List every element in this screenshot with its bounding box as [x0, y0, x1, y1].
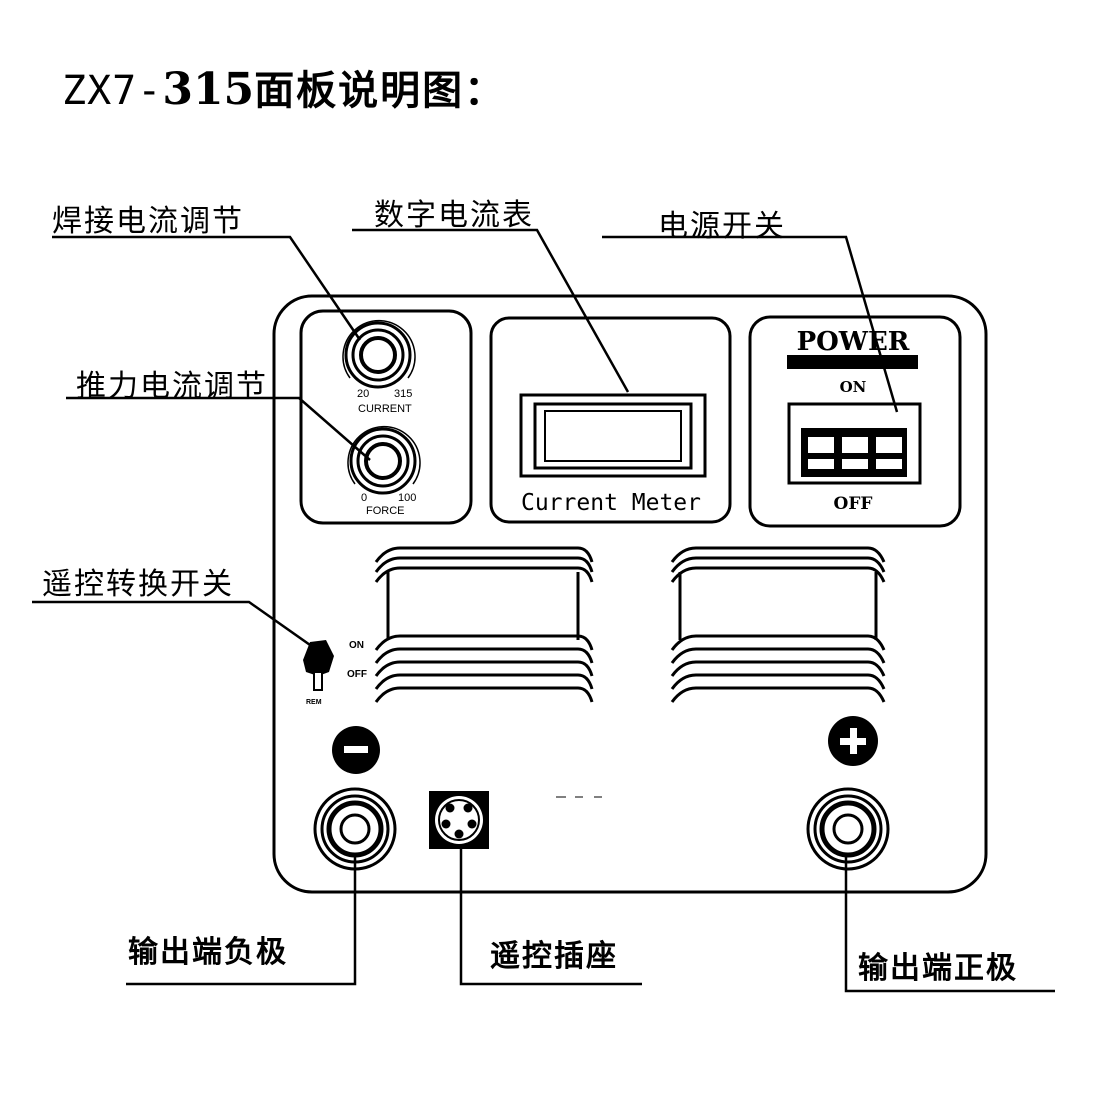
callout-remote-switch: 遥控转换开关 — [42, 567, 234, 602]
callout-output-positive: 输出端正极 — [858, 951, 1018, 986]
toggle-rem-label: REM — [306, 699, 322, 706]
force-knob — [347, 425, 421, 495]
leader-force-current — [66, 396, 371, 461]
callout-power-switch: 电源开关 — [658, 209, 786, 244]
power-on-label: ON — [840, 378, 867, 396]
callout-force-current: 推力电流调节 — [76, 369, 268, 404]
vent-right — [670, 546, 886, 703]
force-knob-label: FORCE — [366, 505, 405, 517]
power-bar — [787, 355, 918, 369]
force-max-label: 100 — [398, 492, 416, 504]
title-text: 面板说明图： — [254, 68, 507, 114]
force-min-label: 0 — [361, 492, 367, 504]
meter-display-mid — [533, 402, 693, 470]
current-max-label: 315 — [394, 388, 412, 400]
leader-welding-current — [52, 235, 362, 341]
leader-output-positive — [844, 855, 1055, 993]
callout-digital-meter: 数字电流表 — [374, 198, 534, 233]
power-switch-outer — [787, 402, 922, 485]
callout-welding-current: 焊接电流调节 — [52, 204, 244, 239]
remote-toggle-switch — [303, 640, 334, 691]
positive-terminal — [806, 787, 890, 871]
leader-power-switch — [602, 235, 899, 413]
power-label: POWER — [797, 327, 910, 357]
meter-label: Current Meter — [521, 490, 701, 516]
knob-section — [299, 309, 473, 525]
current-knob-label: CURRENT — [358, 403, 412, 415]
current-min-label: 20 — [357, 388, 369, 400]
power-off-label: OFF — [834, 494, 873, 514]
meter-section — [489, 316, 732, 524]
title-number: 315 — [162, 64, 255, 115]
power-section — [748, 315, 962, 528]
toggle-off-label: OFF — [347, 669, 367, 680]
callout-remote-socket: 遥控插座 — [490, 939, 618, 974]
current-knob — [342, 319, 416, 389]
leader-output-negative — [126, 855, 357, 986]
meter-display-inner — [544, 410, 682, 462]
leader-remote-switch — [32, 600, 321, 654]
leader-digital-meter — [352, 228, 630, 393]
title-model: ZX7- — [62, 68, 163, 114]
toggle-on-label: ON — [349, 640, 364, 651]
meter-display-outer — [519, 393, 707, 478]
leader-remote-socket — [459, 845, 642, 986]
vent-left — [374, 546, 594, 703]
page-title: ZX7-315面板说明图： — [62, 58, 506, 116]
callout-output-negative: 输出端负极 — [128, 935, 288, 970]
machine-panel — [272, 294, 988, 894]
